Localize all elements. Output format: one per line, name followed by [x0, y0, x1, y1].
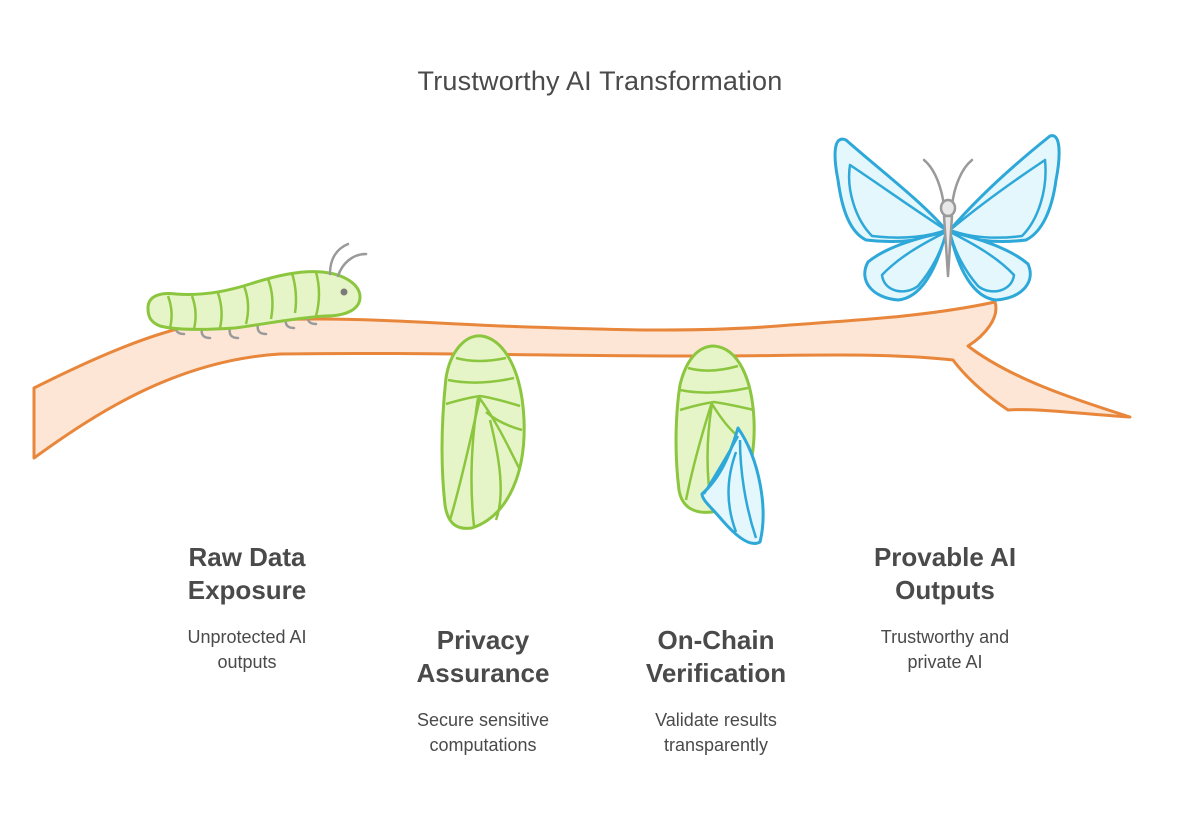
stage-provable-ai-outputs: Provable AI Outputs Trustworthy and priv…	[830, 541, 1060, 675]
stage-description: Validate results transparently	[601, 708, 831, 758]
stage-description: Trustworthy and private AI	[830, 625, 1060, 675]
stage-description: Unprotected AI outputs	[132, 625, 362, 675]
stage-title: On-Chain Verification	[601, 624, 831, 690]
butterfly-icon	[833, 134, 1061, 302]
stage-title: Provable AI Outputs	[830, 541, 1060, 607]
stage-description-line: Unprotected AI	[187, 627, 307, 647]
stage-title-line: Verification	[645, 658, 787, 688]
stage-raw-data-exposure: Raw Data Exposure Unprotected AI outputs	[132, 541, 362, 675]
stage-description-line: transparently	[663, 735, 769, 755]
stage-description-line: private AI	[907, 652, 983, 672]
stage-description-line: Trustworthy and	[880, 627, 1010, 647]
chrysalis-icon	[440, 334, 526, 530]
stage-title-line: Privacy	[436, 625, 530, 655]
stage-on-chain-verification: On-Chain Verification Validate results t…	[601, 624, 831, 758]
stage-description-line: Secure sensitive	[416, 710, 550, 730]
stage-title-line: Outputs	[895, 575, 995, 605]
stage-title: Raw Data Exposure	[132, 541, 362, 607]
stage-title-line: On-Chain	[657, 625, 775, 655]
stage-description: Secure sensitive computations	[368, 708, 598, 758]
stage-title-line: Assurance	[416, 658, 550, 688]
stage-title-line: Raw Data	[188, 542, 306, 572]
stage-privacy-assurance: Privacy Assurance Secure sensitive compu…	[368, 624, 598, 758]
stage-title: Privacy Assurance	[368, 624, 598, 690]
stage-description-line: Validate results	[655, 710, 777, 730]
stage-title-line: Provable AI	[873, 542, 1017, 572]
emerging-chrysalis-icon	[674, 344, 765, 545]
stage-title-line: Exposure	[187, 575, 307, 605]
caterpillar-icon	[146, 242, 368, 340]
diagram-title: Trustworthy AI Transformation	[417, 66, 783, 96]
stage-description-line: computations	[429, 735, 537, 755]
stage-description-line: outputs	[217, 652, 277, 672]
